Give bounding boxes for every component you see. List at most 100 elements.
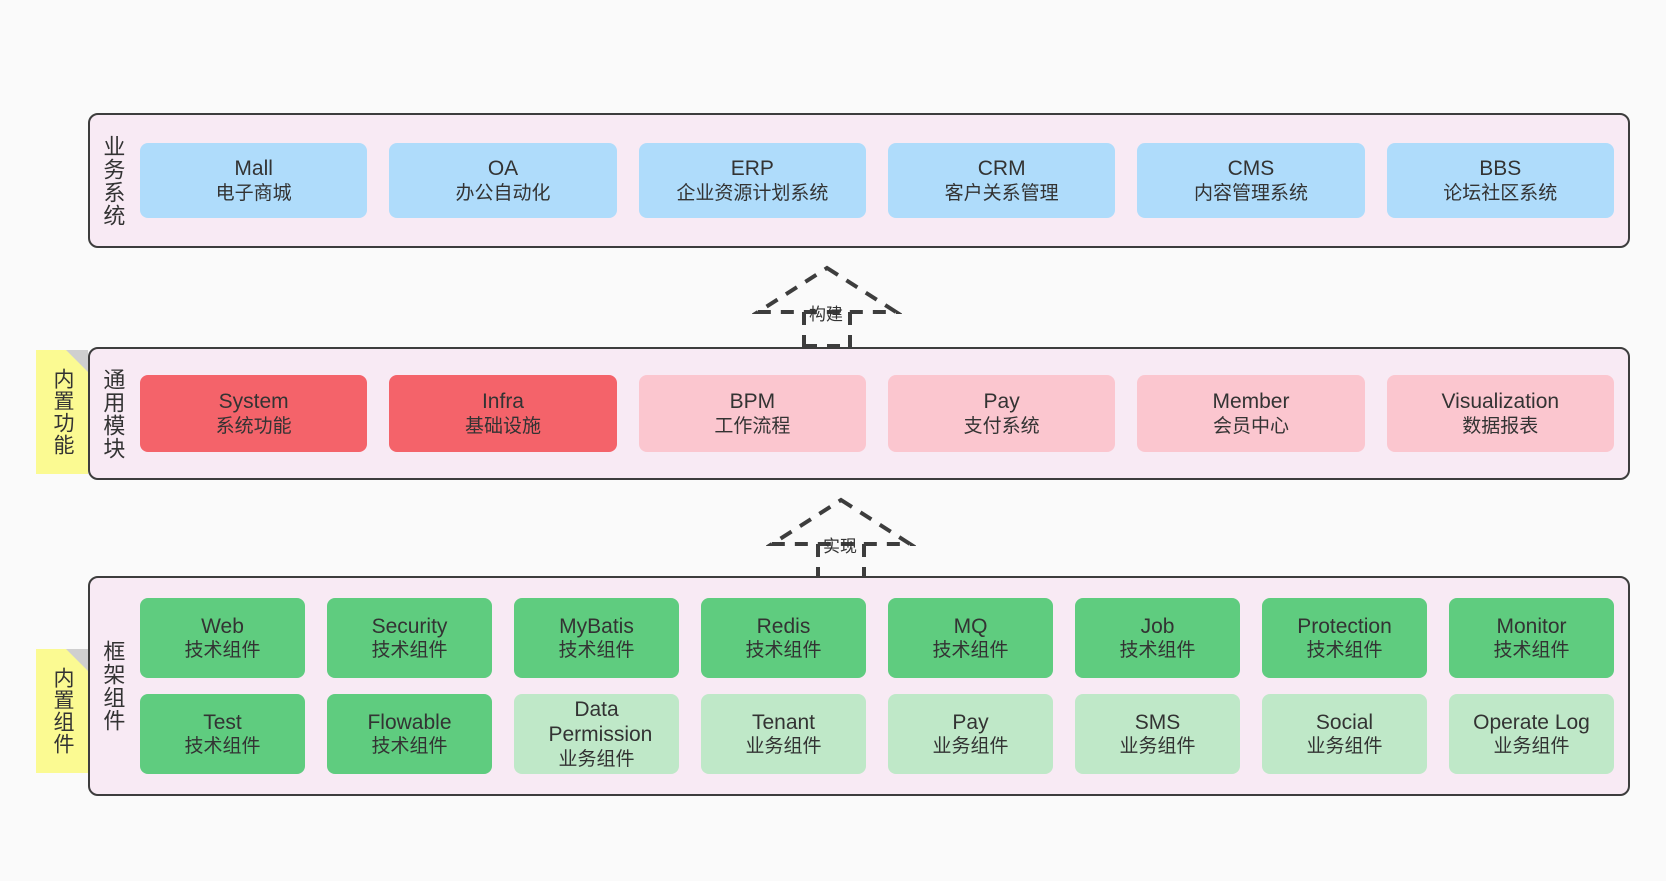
card-erp[interactable]: ERP 企业资源计划系统: [638, 143, 866, 218]
card-row: Web 技术组件 Security 技术组件 MyBatis 技术组件 Redi…: [140, 598, 1614, 678]
card-title: Job: [1140, 614, 1175, 638]
card-title: Redis: [756, 614, 811, 638]
card-title: Protection: [1297, 614, 1392, 638]
card-subtitle: 企业资源计划系统: [676, 182, 829, 204]
card-title: BPM: [729, 390, 776, 414]
card-grid-common-module: System 系统功能 Infra 基础设施 BPM 工作流程 Pay 支付系统…: [134, 349, 1628, 478]
card-subtitle: 业务组件: [1493, 736, 1570, 758]
card-title: Test: [203, 710, 242, 734]
card-row: System 系统功能 Infra 基础设施 BPM 工作流程 Pay 支付系统…: [140, 375, 1614, 452]
card-subtitle: 数据报表: [1462, 415, 1539, 437]
card-title: Visualization: [1441, 390, 1560, 414]
card-sms[interactable]: SMS 业务组件: [1075, 694, 1240, 774]
card-grid-business-system: Mall 电子商城 OA 办公自动化 ERP 企业资源计划系统 CRM 客户关系…: [134, 115, 1628, 246]
card-subtitle: 技术组件: [1493, 640, 1570, 662]
connector-label-implement: 实现: [823, 537, 857, 556]
card-title: CRM: [977, 157, 1026, 181]
card-test[interactable]: Test 技术组件: [140, 694, 305, 774]
card-web[interactable]: Web 技术组件: [140, 598, 305, 678]
layer-title-framework-component: 框架组件: [100, 640, 126, 732]
card-oa[interactable]: OA 办公自动化: [389, 143, 617, 218]
card-title: Infra: [481, 390, 524, 414]
card-title: Web: [201, 614, 244, 638]
card-title: Mall: [234, 157, 273, 181]
layer-framework-component[interactable]: 框架组件 Web 技术组件 Security 技术组件 MyBatis 技术组件…: [88, 576, 1630, 796]
sticky-note-builtin-component[interactable]: 内置组件: [36, 649, 88, 773]
card-operate-log[interactable]: Operate Log 业务组件: [1449, 694, 1614, 774]
card-subtitle: 支付系统: [963, 415, 1040, 437]
card-subtitle: 业务组件: [745, 736, 822, 758]
card-subtitle: 工作流程: [714, 415, 791, 437]
layer-title-common-module: 通用模块: [100, 367, 126, 460]
card-pay-business[interactable]: Pay 业务组件: [888, 694, 1053, 774]
card-subtitle: 技术组件: [371, 736, 448, 758]
card-row: Mall 电子商城 OA 办公自动化 ERP 企业资源计划系统 CRM 客户关系…: [140, 143, 1614, 218]
card-row: Test 技术组件 Flowable 技术组件 Data Permission …: [140, 694, 1614, 774]
sticky-note-label: 内置功能: [50, 368, 74, 456]
card-flowable[interactable]: Flowable 技术组件: [327, 694, 492, 774]
card-title: Pay: [983, 390, 1020, 414]
card-subtitle: 技术组件: [745, 640, 822, 662]
card-social[interactable]: Social 业务组件: [1262, 694, 1427, 774]
layer-business-system[interactable]: 业务系统 Mall 电子商城 OA 办公自动化 ERP 企业资源计划系统 CRM…: [88, 113, 1630, 248]
card-bbs[interactable]: BBS 论坛社区系统: [1386, 143, 1614, 218]
layer-common-module[interactable]: 通用模块 System 系统功能 Infra 基础设施 BPM 工作流程 Pay…: [88, 347, 1630, 480]
card-title: Member: [1212, 390, 1290, 414]
card-title: ERP: [730, 157, 774, 181]
card-infra[interactable]: Infra 基础设施: [389, 375, 617, 452]
card-subtitle: 会员中心: [1212, 415, 1289, 437]
card-cms[interactable]: CMS 内容管理系统: [1137, 143, 1365, 218]
card-subtitle: 技术组件: [1119, 640, 1196, 662]
layer-title-business-system: 业务系统: [100, 134, 126, 227]
card-pay[interactable]: Pay 支付系统: [887, 375, 1116, 452]
card-subtitle: 内容管理系统: [1193, 182, 1308, 204]
card-title: Tenant: [751, 710, 816, 734]
card-title: System: [218, 390, 289, 414]
card-tenant[interactable]: Tenant 业务组件: [701, 694, 866, 774]
connector-implement: 实现: [766, 494, 916, 580]
card-subtitle: 业务组件: [1306, 736, 1383, 758]
card-subtitle: 业务组件: [932, 736, 1009, 758]
card-crm[interactable]: CRM 客户关系管理: [887, 143, 1116, 218]
connector-label-build: 构建: [809, 305, 843, 324]
card-title: Social: [1315, 710, 1374, 734]
card-subtitle: 技术组件: [184, 640, 261, 662]
card-data-permission[interactable]: Data Permission 业务组件: [514, 694, 679, 774]
connector-build: 构建: [752, 262, 902, 348]
card-subtitle: 系统功能: [215, 415, 292, 437]
card-subtitle: 技术组件: [184, 736, 261, 758]
card-job[interactable]: Job 技术组件: [1075, 598, 1240, 678]
card-title: Data Permission: [548, 697, 653, 747]
card-subtitle: 业务组件: [558, 749, 635, 771]
card-subtitle: 技术组件: [1306, 640, 1383, 662]
sticky-note-builtin-function[interactable]: 内置功能: [36, 350, 88, 474]
card-mq[interactable]: MQ 技术组件: [888, 598, 1053, 678]
card-system[interactable]: System 系统功能: [140, 375, 368, 452]
card-subtitle: 业务组件: [1119, 736, 1196, 758]
card-protection[interactable]: Protection 技术组件: [1262, 598, 1427, 678]
card-redis[interactable]: Redis 技术组件: [701, 598, 866, 678]
card-subtitle: 基础设施: [464, 415, 541, 437]
card-member[interactable]: Member 会员中心: [1137, 375, 1365, 452]
card-security[interactable]: Security 技术组件: [327, 598, 492, 678]
card-mall[interactable]: Mall 电子商城: [140, 143, 368, 218]
card-title: Flowable: [367, 710, 452, 734]
card-subtitle: 技术组件: [558, 640, 635, 662]
card-title: MQ: [953, 614, 988, 638]
card-mybatis[interactable]: MyBatis 技术组件: [514, 598, 679, 678]
card-subtitle: 办公自动化: [455, 182, 551, 204]
card-subtitle: 电子商城: [215, 182, 292, 204]
card-title: Monitor: [1496, 614, 1567, 638]
card-title: Pay: [952, 710, 989, 734]
card-subtitle: 技术组件: [371, 640, 448, 662]
card-monitor[interactable]: Monitor 技术组件: [1449, 598, 1614, 678]
card-title: BBS: [1479, 157, 1522, 181]
card-bpm[interactable]: BPM 工作流程: [638, 375, 866, 452]
card-subtitle: 技术组件: [932, 640, 1009, 662]
card-visualization[interactable]: Visualization 数据报表: [1386, 375, 1614, 452]
card-subtitle: 客户关系管理: [944, 182, 1059, 204]
sticky-note-label: 内置组件: [50, 667, 74, 755]
card-title: SMS: [1134, 710, 1181, 734]
card-grid-framework-component: Web 技术组件 Security 技术组件 MyBatis 技术组件 Redi…: [134, 578, 1628, 794]
